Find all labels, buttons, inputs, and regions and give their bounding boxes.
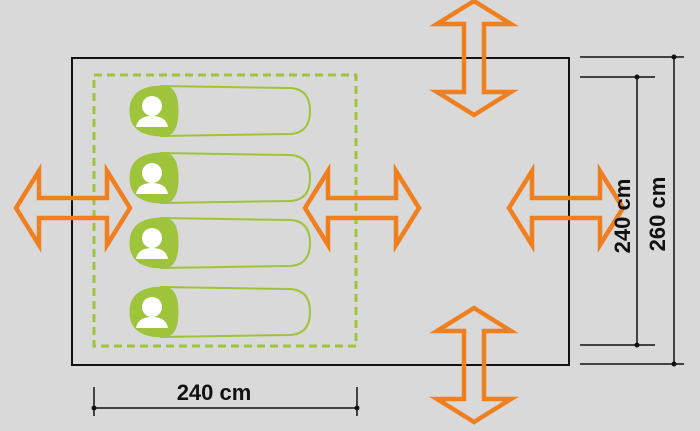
width-dimension-dot-left [91, 405, 97, 411]
inner-depth-label: 240 cm [610, 179, 635, 254]
sleeping-bag-body [159, 85, 312, 137]
inner-tent-outline [92, 73, 358, 348]
sleeping-bag [129, 152, 312, 204]
outer-depth-label: 260 cm [645, 177, 670, 252]
inner-width-label: 240 cm [177, 380, 252, 405]
sleeping-bags [129, 85, 312, 338]
sleeping-person-icon [136, 297, 168, 328]
sleeping-bag [129, 286, 312, 338]
outer-depth-dimension: 260 cm [580, 54, 684, 367]
arrow-top-entrance [429, 0, 519, 118]
sleeping-bag-body [159, 217, 312, 269]
width-dimension: 240 cm [91, 380, 360, 416]
double-arrow-icon [429, 0, 519, 118]
arrow-left-entrance [13, 163, 133, 253]
outer-depth-dot-top [671, 54, 677, 60]
double-arrow-icon [506, 163, 626, 253]
inner-depth-dimension: 240 cm [580, 74, 655, 348]
outer-depth-dot-bottom [671, 361, 677, 367]
double-arrow-icon [302, 163, 422, 253]
sleeping-person-icon [136, 228, 168, 259]
sleeping-bag-body [159, 286, 312, 338]
sleeping-person-icon [136, 96, 168, 127]
inner-depth-dot-top [634, 74, 640, 80]
inner-depth-dot-bottom [634, 342, 640, 348]
sleeping-bag [129, 217, 312, 269]
double-arrow-icon [429, 305, 519, 425]
entrance-arrows [13, 0, 626, 425]
arrow-bottom-entrance [429, 305, 519, 425]
double-arrow-icon [13, 163, 133, 253]
sleeping-bag-body [159, 152, 312, 204]
arrow-inner-door [302, 163, 422, 253]
outer-tent-outline [71, 57, 570, 366]
sleeping-bag [129, 85, 312, 137]
arrow-right-entrance [506, 163, 626, 253]
sleeping-person-icon [136, 163, 168, 194]
width-dimension-dot-right [354, 405, 360, 411]
